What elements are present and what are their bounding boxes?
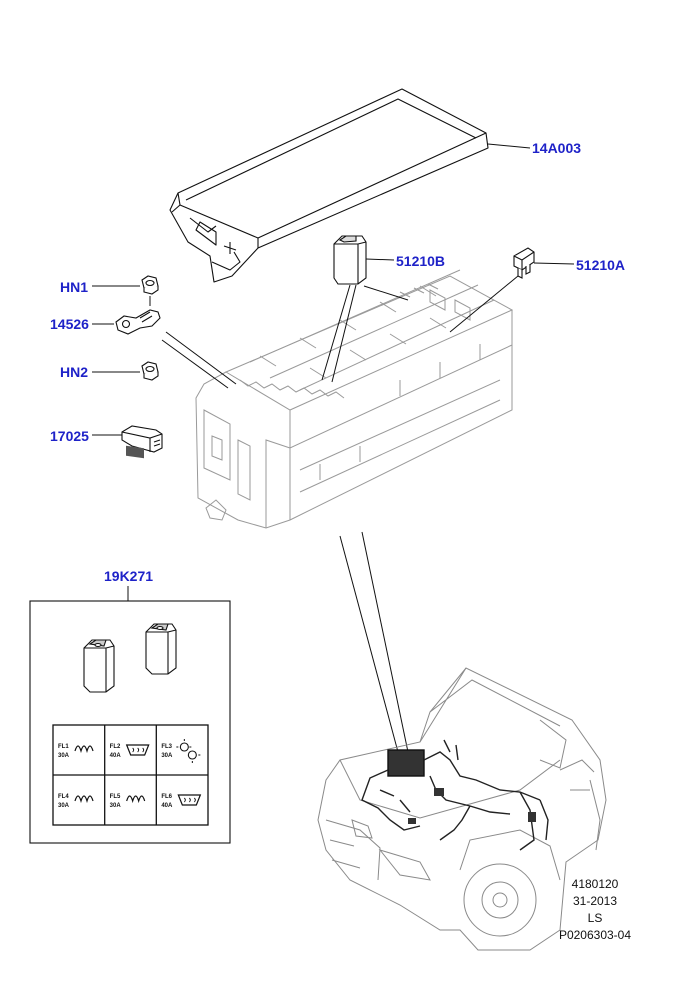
callout-label: 51210A <box>576 257 626 273</box>
coil-icon <box>74 745 94 754</box>
leader-lines <box>92 143 575 753</box>
fuse-label-cell: FL6 40A <box>161 794 202 809</box>
callout-label: 17025 <box>50 428 89 444</box>
reference-number: 4180120 <box>571 877 619 891</box>
callout-label: 51210B <box>396 253 446 269</box>
engine-bay-wiring <box>361 739 549 851</box>
fuse-rating: 30A <box>110 803 122 809</box>
callout-label: HN1 <box>60 279 89 295</box>
fuse-rating: 30A <box>58 803 70 809</box>
relay <box>121 425 163 459</box>
fuse-code: FL3 <box>161 744 172 750</box>
hex-nut <box>141 361 159 381</box>
fuse-label-cell: FL5 30A <box>110 794 146 809</box>
fuse-code: FL1 <box>58 744 69 750</box>
vehicle-front <box>317 667 607 951</box>
fuse-rating: 40A <box>161 803 173 809</box>
cartridge-fuse <box>145 623 177 675</box>
fuse-code: FL5 <box>110 794 121 800</box>
fuse-label-cell: FL1 30A <box>58 744 94 759</box>
fuse-code: FL4 <box>58 794 69 800</box>
callout-label: 19K271 <box>104 568 154 584</box>
reference-date: 31-2013 <box>572 894 618 908</box>
hex-nut <box>141 275 159 295</box>
fuse-code: FL6 <box>161 794 172 800</box>
fuse-label-cell: FL2 40A <box>110 744 150 759</box>
fuse-label-cell: FL3 30A <box>161 739 201 763</box>
heated-window-icon <box>177 794 202 806</box>
fan-icon <box>176 739 201 763</box>
callout-label: 14A003 <box>532 140 582 156</box>
heated-window-icon <box>125 744 150 756</box>
fuse-label-card <box>52 724 209 826</box>
coil-icon <box>74 795 94 804</box>
fuse-rating: 30A <box>58 753 70 759</box>
illustration-number: P0206303-04 <box>558 928 632 942</box>
cartridge-fuse <box>83 639 115 693</box>
mini-fuse <box>513 247 535 279</box>
maxi-fuse <box>333 235 367 285</box>
fuse-box-cover <box>169 88 489 283</box>
callout-label: 14526 <box>50 316 89 332</box>
fuse-rating: 30A <box>161 753 173 759</box>
fuse-rating: 40A <box>110 753 122 759</box>
reference-code: LS <box>587 911 603 925</box>
fuse-code: FL2 <box>110 744 121 750</box>
fusible-link <box>115 309 161 335</box>
callout-label: HN2 <box>60 364 89 380</box>
fuse-box-housing <box>195 269 514 529</box>
coil-icon <box>126 795 146 804</box>
fuse-label-cell: FL4 30A <box>58 794 94 809</box>
